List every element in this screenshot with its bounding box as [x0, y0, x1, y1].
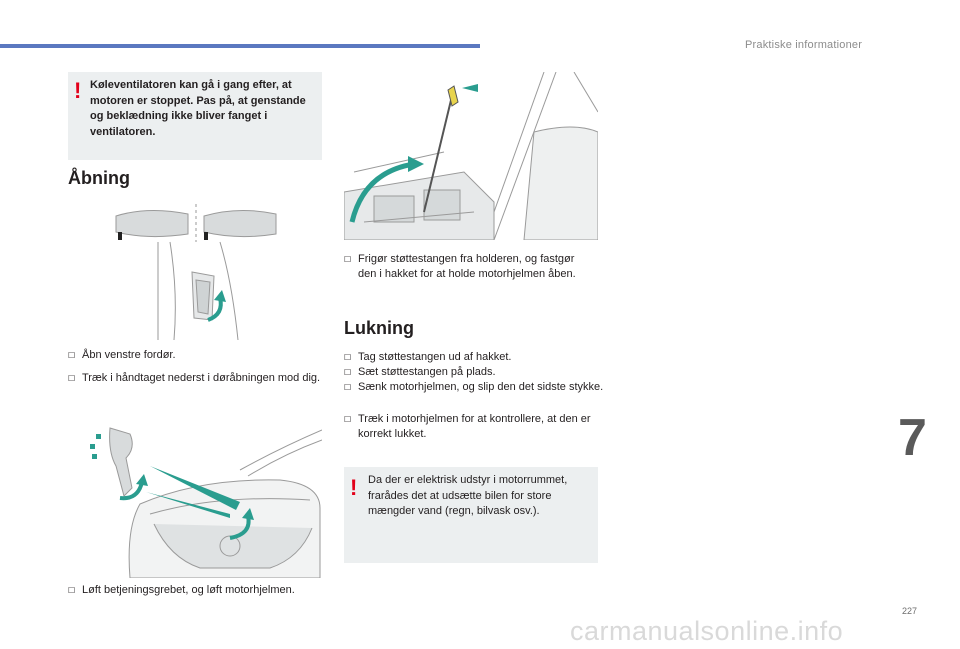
checkbox-icon: ☐: [344, 383, 352, 392]
page-number: 227: [902, 606, 918, 616]
closing-step-4: ☐ Træk i motorhjelmen for at kontrollere…: [344, 413, 591, 440]
warning-text-water: Da der er elektrisk udstyr i motorrummet…: [368, 474, 568, 517]
header-accent-bar: [0, 44, 480, 48]
opening-step-1: ☐ Åbn venstre fordør.: [68, 349, 176, 361]
warning-icon: !: [350, 475, 358, 500]
figure-door-handle: [115, 204, 277, 341]
section-title-closing: Lukning: [344, 318, 414, 338]
warning-text-ventilator: Køleventilatoren kan gå i gang efter, at…: [90, 79, 306, 138]
opening-step-2: ☐ Træk i håndtaget nederst i døråbningen…: [68, 372, 321, 384]
checkbox-icon: ☐: [68, 374, 76, 383]
section-header-title: Praktiske informationer: [745, 39, 863, 51]
checkbox-icon: ☐: [344, 415, 352, 424]
chapter-number: 7: [898, 409, 927, 467]
checkbox-icon: ☐: [68, 351, 76, 360]
checkbox-icon: ☐: [344, 368, 352, 377]
figure-hood-release: [90, 427, 322, 578]
warning-box-water: ! Da der er elektrisk udstyr i motorrumm…: [344, 467, 598, 563]
warning-box-ventilator: ! Køleventilatoren kan gå i gang efter, …: [68, 72, 322, 160]
support-step: ☐ Frigør støttestangen fra holderen, og …: [344, 253, 576, 280]
closing-step-3: ☐ Sænk motorhjelmen, og slip den det sid…: [344, 381, 604, 393]
section-title-opening: Åbning: [68, 168, 130, 188]
checkbox-icon: ☐: [344, 255, 352, 264]
watermark-text: carmanualsonline.info: [570, 616, 844, 646]
closing-step-1: ☐ Tag støttestangen ud af hakket.: [344, 351, 512, 363]
warning-icon: !: [74, 78, 82, 103]
closing-step-2: ☐ Sæt støttestangen på plads.: [344, 366, 496, 378]
figure-support-rod: [344, 72, 598, 240]
checkbox-icon: ☐: [68, 586, 76, 595]
opening-step-3: ☐ Løft betjeningsgrebet, og løft motorhj…: [68, 584, 295, 596]
checkbox-icon: ☐: [344, 353, 352, 362]
